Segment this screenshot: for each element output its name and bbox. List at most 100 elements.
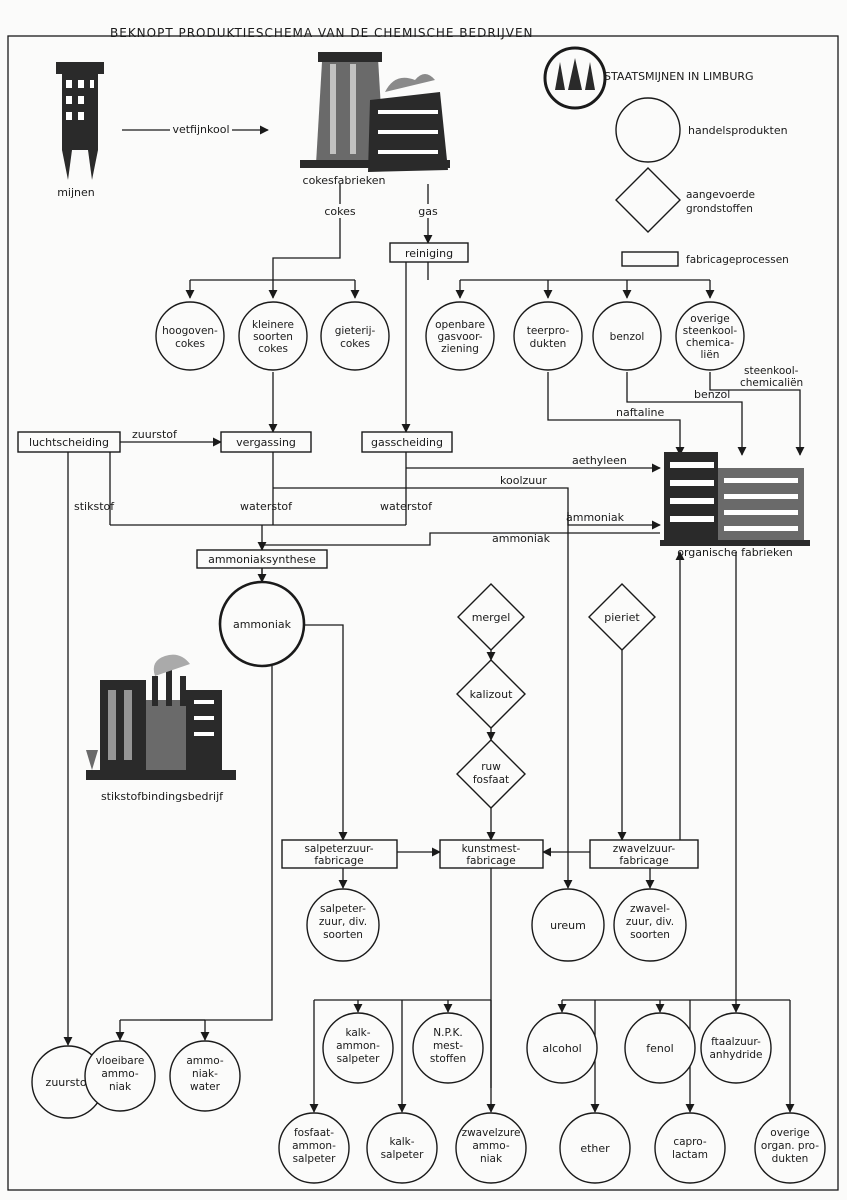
diagram-frame [7, 35, 839, 1191]
product-fosfaatammonsalpeter [278, 1112, 350, 1184]
svg-text:ammo-: ammo- [101, 1068, 139, 1080]
svg-text:ftaalzuur-: ftaalzuur- [711, 1036, 761, 1048]
svg-text:organ. pro-: organ. pro- [761, 1140, 819, 1152]
product-ammoniak [218, 580, 306, 668]
product-zwavelzure-ammoniak [455, 1112, 527, 1184]
svg-text:zuurstof: zuurstof [46, 1076, 92, 1089]
flow-steenkoolchemicalien-1: steenkool- [744, 365, 799, 377]
svg-text:ammoniak: ammoniak [233, 618, 292, 631]
flow-zuurstof: zuurstof [132, 428, 178, 441]
legend-logo-label: STAATSMIJNEN IN LIMBURG [604, 70, 754, 83]
product-ammoniakwater [169, 1040, 241, 1112]
raw-fosfaat [456, 739, 526, 809]
svg-text:salpeter: salpeter [381, 1149, 425, 1161]
svg-text:ammo-: ammo- [472, 1140, 510, 1152]
processes: reiniging luchtscheiding vergassing gass… [17, 242, 699, 869]
organic-plant-picture [660, 452, 810, 546]
svg-text:salpeter-: salpeter- [320, 903, 366, 915]
svg-text:fosfaat-: fosfaat- [294, 1127, 334, 1139]
mines-label: mijnen [57, 186, 95, 199]
product-ureum [531, 888, 605, 962]
product-gieterijcokes [320, 301, 390, 371]
raw-materials: mergel kalizout ruw fosfaat pieriet [456, 583, 656, 809]
svg-text:steenkool-: steenkool- [683, 325, 738, 337]
svg-text:fosfaat: fosfaat [473, 774, 509, 786]
product-salpeterzuur-div [306, 888, 380, 962]
process-gasscheiding [361, 431, 453, 453]
product-kalkammonsalpeter [322, 1012, 394, 1084]
flow-naftaline: naftaline [616, 406, 665, 419]
svg-text:teerpro-: teerpro- [527, 325, 570, 337]
svg-text:niak: niak [480, 1153, 503, 1165]
flow-koolzuur: koolzuur [500, 474, 547, 487]
nitrogen-plant-picture [86, 654, 236, 780]
svg-text:mergel: mergel [472, 611, 511, 624]
process-salpeterzuur [281, 839, 398, 869]
svg-text:salpeter: salpeter [337, 1053, 381, 1065]
svg-text:ruw: ruw [481, 761, 501, 773]
svg-text:benzol: benzol [610, 331, 645, 343]
legend-circle-label: handelsprodukten [688, 124, 788, 137]
product-npk [412, 1012, 484, 1084]
legend-rect-symbol [621, 251, 679, 267]
svg-text:soorten: soorten [253, 331, 293, 343]
product-kleinere-cokes [238, 301, 308, 371]
process-vergassing [220, 431, 312, 453]
process-kunstmest [439, 839, 544, 869]
product-ftaalzuur [700, 1012, 772, 1084]
connector-lines [63, 125, 805, 1113]
product-hoogovencokes [155, 301, 225, 371]
product-vloeibare-ammoniak [84, 1040, 156, 1112]
svg-text:pieriet: pieriet [604, 611, 640, 624]
svg-text:liën: liën [701, 349, 720, 361]
legend-diamond-symbol [615, 167, 681, 233]
raw-mergel [457, 583, 525, 651]
mine-tower-picture [56, 62, 104, 180]
flow-ammoniak-1: ammoniak [566, 511, 625, 524]
svg-text:cokes: cokes [175, 338, 205, 350]
svg-text:ureum: ureum [550, 919, 586, 932]
legend: STAATSMIJNEN IN LIMBURG handelsprodukten… [543, 46, 789, 267]
product-overige-steenkool [675, 301, 745, 371]
svg-text:openbare: openbare [435, 319, 485, 331]
product-ether [559, 1112, 631, 1184]
svg-text:kunstmest-: kunstmest- [462, 843, 521, 855]
svg-text:mest-: mest- [433, 1040, 463, 1052]
svg-text:zwavelzuur-: zwavelzuur- [613, 843, 676, 855]
svg-text:salpeter: salpeter [293, 1153, 337, 1165]
svg-text:chemica-: chemica- [686, 337, 734, 349]
svg-text:zuur, div.: zuur, div. [626, 916, 674, 928]
svg-text:gasscheiding: gasscheiding [371, 436, 443, 449]
raw-kalizout [456, 659, 526, 729]
coke-plant-picture [300, 52, 450, 172]
svg-text:alcohol: alcohol [542, 1042, 581, 1055]
svg-text:soorten: soorten [323, 929, 363, 941]
legend-diamond-label-2: grondstoffen [686, 203, 753, 215]
legend-diamond-label-1: aangevoerde [686, 189, 755, 201]
svg-text:reiniging: reiniging [405, 247, 453, 260]
svg-text:gasvoor-: gasvoor- [437, 331, 482, 343]
svg-text:kalk-: kalk- [389, 1136, 414, 1148]
svg-text:zwavel-: zwavel- [630, 903, 670, 915]
svg-text:gieterij-: gieterij- [335, 325, 376, 337]
svg-text:vloeibare: vloeibare [96, 1055, 145, 1067]
svg-text:ether: ether [580, 1142, 610, 1155]
svg-text:zwavelzure: zwavelzure [462, 1127, 521, 1139]
svg-text:ammo-: ammo- [186, 1055, 224, 1067]
legend-circle-symbol [615, 97, 681, 163]
flow-gas: gas [418, 205, 438, 218]
svg-text:kalizout: kalizout [470, 688, 514, 701]
svg-text:fabricage: fabricage [314, 855, 363, 867]
svg-text:niak-: niak- [192, 1068, 218, 1080]
svg-text:fabricage: fabricage [466, 855, 515, 867]
svg-text:ammon-: ammon- [336, 1040, 380, 1052]
product-zwavelzuur-div [613, 888, 687, 962]
svg-text:kleinere: kleinere [252, 319, 294, 331]
svg-text:fabricage: fabricage [619, 855, 668, 867]
process-ammoniaksynthese [196, 549, 328, 569]
product-overige-organ [754, 1112, 826, 1184]
products: hoogoven- cokes kleinere soorten cokes g… [31, 301, 826, 1184]
svg-text:soorten: soorten [630, 929, 670, 941]
